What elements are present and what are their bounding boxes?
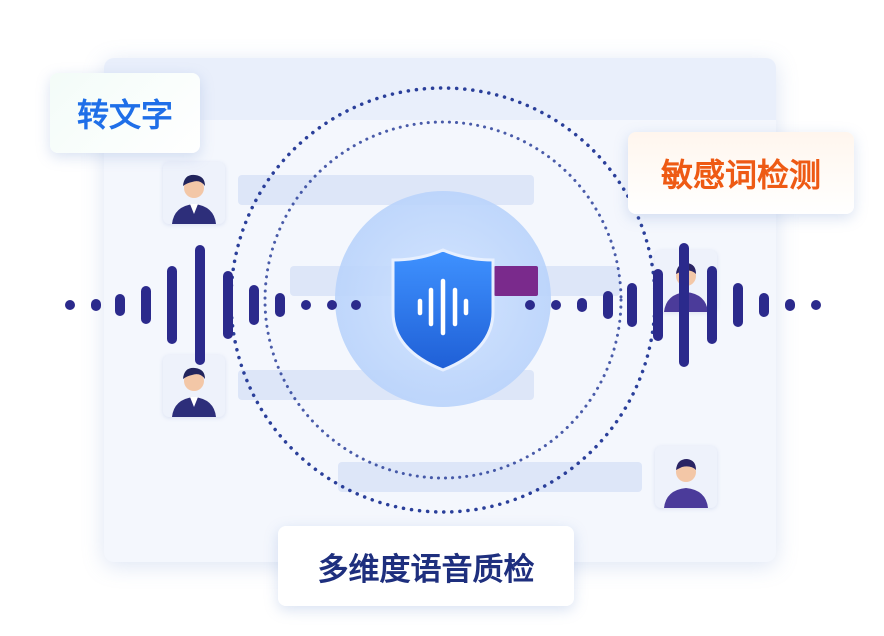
waveform-bar — [327, 300, 337, 310]
text-line-placeholder — [338, 462, 642, 492]
waveform-bar — [275, 293, 285, 317]
person-icon — [172, 174, 216, 224]
sensitive-word-detection-tag: 敏感词检测 — [628, 132, 854, 214]
waveform-bar — [65, 300, 75, 310]
waveform-bar — [301, 300, 311, 310]
inner-dotted-ring — [263, 120, 623, 480]
avatar-customer-bottom — [655, 446, 717, 508]
waveform-bar — [141, 286, 151, 324]
speech-to-text-label: 转文字 — [76, 96, 173, 134]
person-icon — [664, 459, 708, 508]
waveform-bar — [551, 300, 561, 310]
waveform-bar — [759, 293, 769, 317]
highlight-marker — [494, 266, 538, 296]
audio-waveform — [65, 243, 821, 367]
waveform-bar — [223, 271, 233, 339]
waveform-bar — [195, 245, 205, 365]
waveform-bar — [91, 299, 101, 311]
waveform-bar — [785, 299, 795, 311]
waveform-bar — [811, 300, 821, 310]
quality-check-label: 多维度语音质检 — [317, 551, 535, 588]
waveform-bar — [249, 285, 259, 325]
avatar-agent-bottom — [163, 355, 225, 417]
shield-voice-icon — [391, 248, 495, 372]
avatar-agent-top — [163, 162, 225, 224]
waveform-bar — [679, 243, 689, 367]
speech-to-text-tag: 转文字 — [50, 73, 200, 153]
waveform-bar — [577, 298, 587, 312]
waveform-bar — [351, 300, 361, 310]
sensitive-word-detection-label: 敏感词检测 — [660, 156, 821, 194]
person-icon — [172, 367, 216, 417]
waveform-bar — [653, 269, 663, 341]
waveform-bar — [603, 291, 613, 319]
waveform-bar — [167, 266, 177, 344]
waveform-bar — [707, 266, 717, 344]
waveform-bar — [627, 283, 637, 327]
waveform-bar — [525, 300, 535, 310]
quality-check-tag: 多维度语音质检 — [278, 526, 574, 606]
waveform-bar — [115, 294, 125, 316]
waveform-bar — [733, 283, 743, 327]
